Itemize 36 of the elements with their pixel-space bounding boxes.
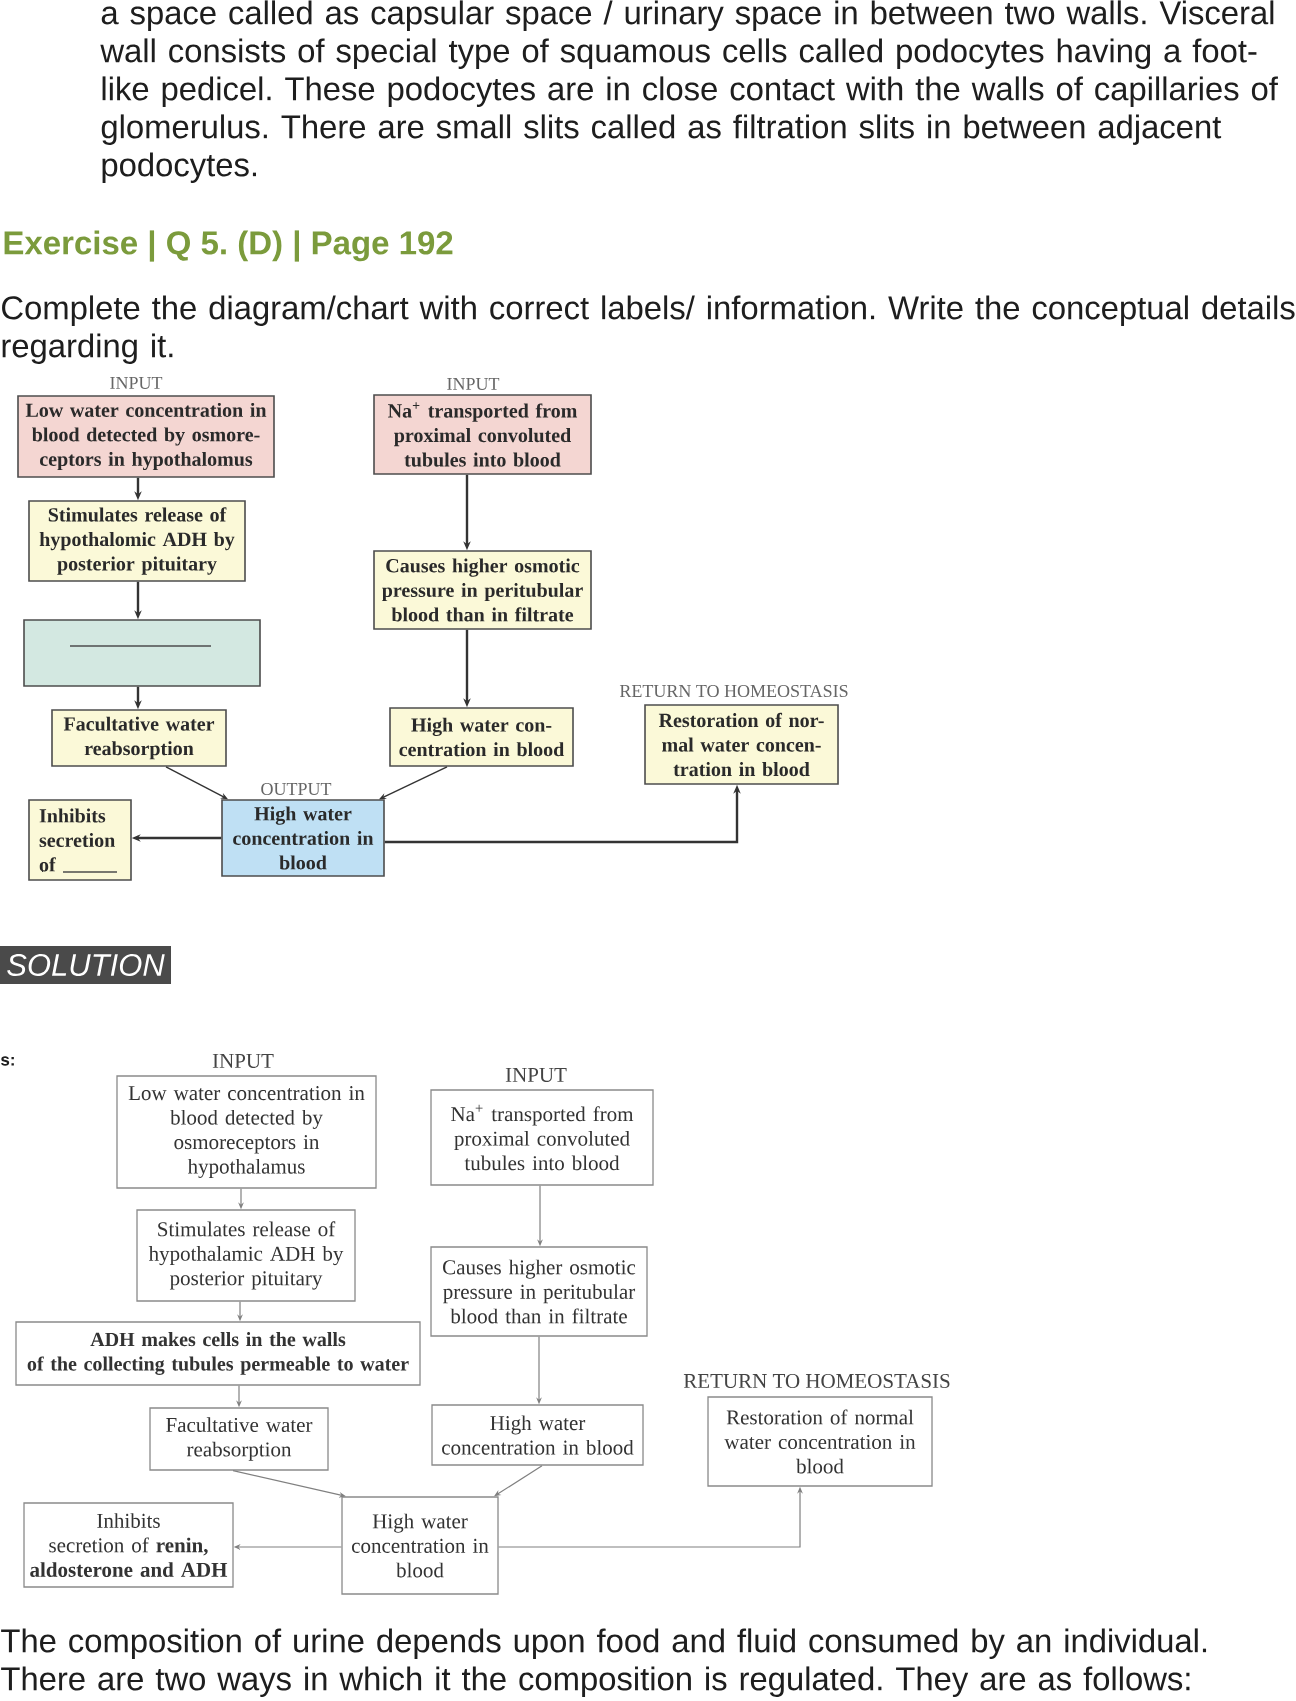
box-heading: RETURN TO HOMEOSTASIS: [683, 1373, 950, 1389]
process-box: Restoration of normal water concentration in blood: [707, 1396, 933, 1487]
process-box: Facultative water reabsorption: [149, 1407, 329, 1471]
process-box: High water concentration in blood: [221, 799, 385, 877]
box-heading: INPUT: [212, 1054, 274, 1068]
process-box: Restoration of nor- mal water concen- tration in blood: [644, 704, 839, 785]
process-box: Causes higher osmotic pressure in peritubular blood than in filtrate: [430, 1246, 648, 1337]
box-heading: RETURN TO HOMEOSTASIS: [619, 684, 848, 698]
instruction-text: Complete the diagram/chart with correct labels/ information. Write the conceptual details regarding it.: [2, 295, 1295, 364]
process-box: High water con- centration in blood: [389, 707, 574, 767]
box-heading: OUTPUT: [261, 782, 332, 796]
arrow: [232, 1470, 346, 1498]
box-heading: INPUT: [447, 378, 500, 390]
paragraph: The composition of urine depends upon food and fluid consumed by an individual. There are two ways in which it the composition is regulated. They are as follows:: [1, 1628, 1207, 1697]
process-box: ADH makes cells in the walls of the collecting tubules permeable to water: [15, 1321, 421, 1386]
process-box: Stimulates release of hypothalomic ADH by posterior pituitary: [28, 500, 246, 582]
process-box: High water concentration in blood: [341, 1496, 499, 1595]
process-box: Inhibits secretion of: [28, 799, 132, 881]
process-box: Facultative water reabsorption: [51, 709, 227, 767]
process-box: Na$^{+}$ transported from proximal convoluted tubules into blood: [373, 394, 592, 475]
arrow: [494, 1465, 543, 1497]
process-box: Inhibits secretion of renin, aldosterone and ADH: [23, 1502, 234, 1588]
arrow: [165, 766, 228, 800]
process-box: Na$^{+}$ transported from proximal convoluted tubules into blood: [430, 1089, 654, 1186]
process-box: Causes higher osmotic pressure in peritubular blood than in filtrate: [373, 550, 592, 630]
process-box: Low water concentration in blood detected by osmoreceptors in hypothalamus: [116, 1075, 377, 1189]
process-box: Stimulates release of hypothalamic ADH by posterior pituitary: [136, 1209, 356, 1302]
box-heading: INPUT: [110, 377, 163, 389]
text-fragment: s:: [1, 1056, 14, 1066]
process-box: High water concentration in blood: [431, 1404, 644, 1466]
question-heading: Exercise | Q 5. (D) | Page 192: [4, 230, 453, 262]
arrow: [379, 766, 448, 800]
paragraph: a space called as capsular space / urinary space in between two walls. Visceral wall consists of special type of squamous cells called podocytes having a foot- like pedicel. These podocytes are in close contact with the walls of capillaries of glomerulus. There are small slits called as filtration slits in between adjacent podocytes.: [100, 0, 1278, 183]
process-box: Low water concentration in blood detected by osmore- ceptors in hypothalomus: [17, 395, 275, 478]
section-banner: SOLUTION: [0, 946, 171, 984]
box-heading: INPUT: [505, 1068, 567, 1082]
